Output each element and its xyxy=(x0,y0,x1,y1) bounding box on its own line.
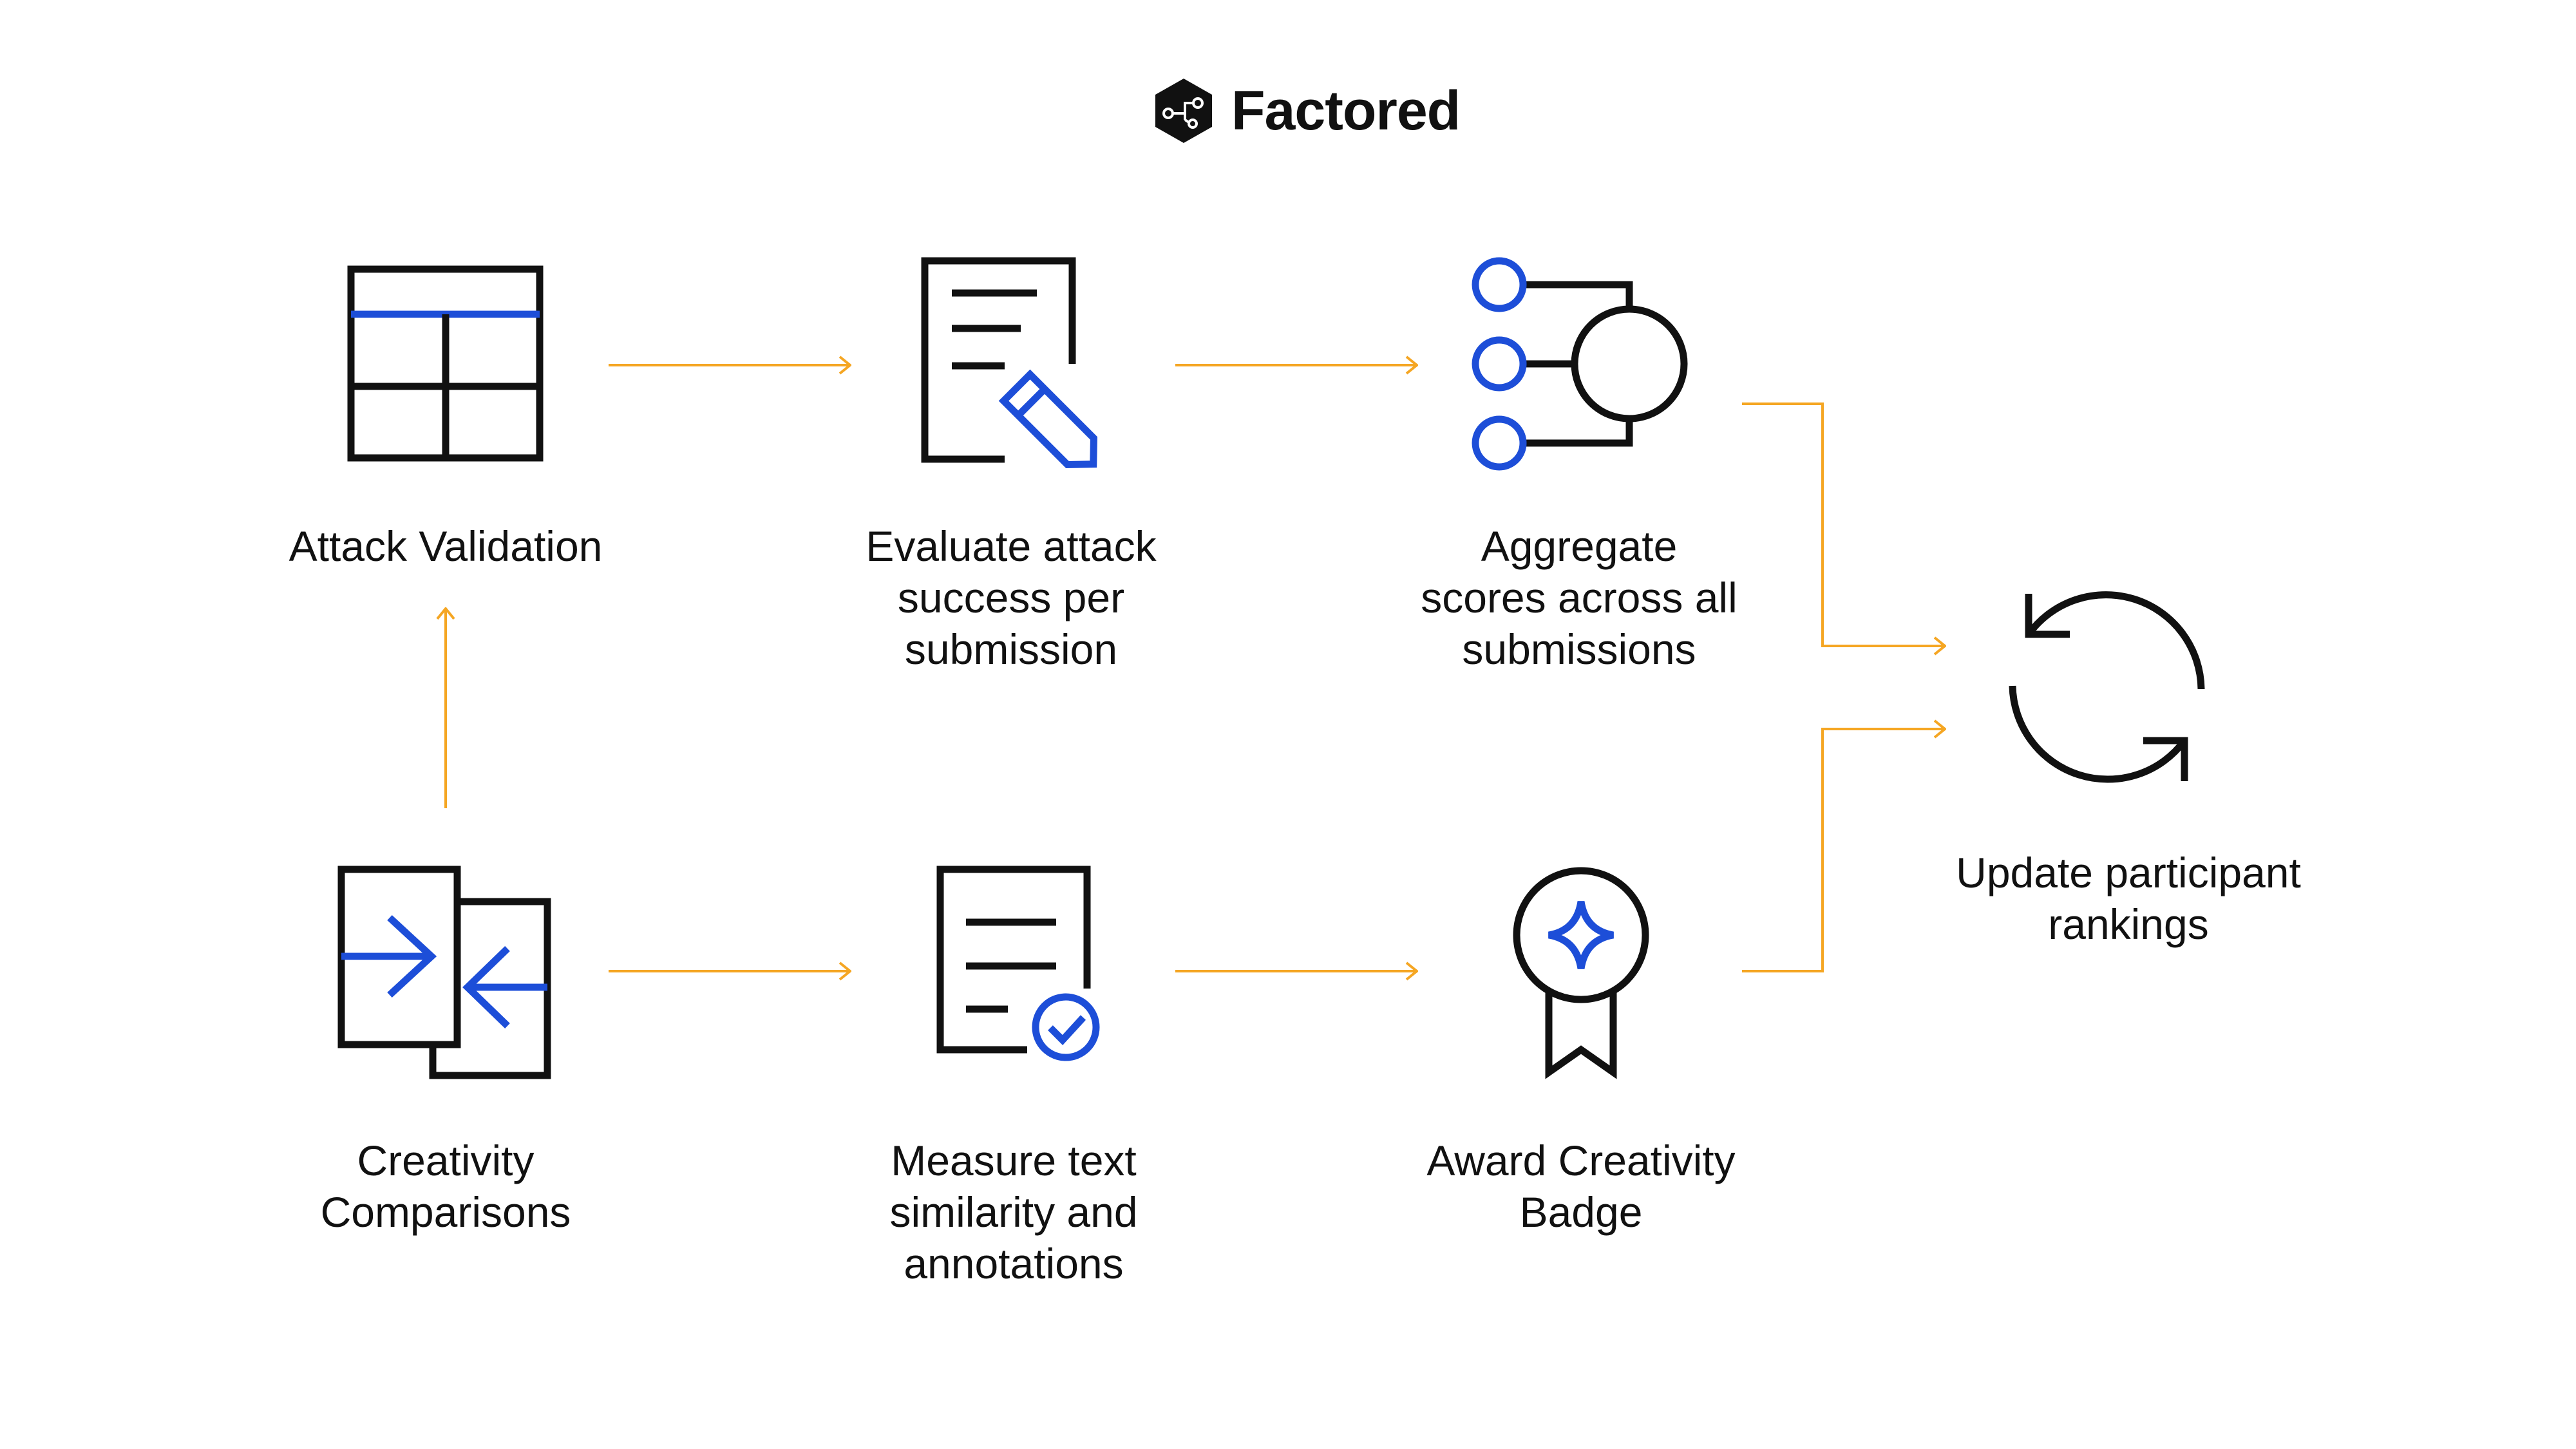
label-line: rankings xyxy=(2048,900,2209,948)
label-line: Award Creativity xyxy=(1426,1137,1736,1184)
label-update-rankings: Update participant rankings xyxy=(1956,847,2301,950)
label-creativity-comparisons: Creativity Comparisons xyxy=(321,1135,571,1238)
label-line: Update participant xyxy=(1956,849,2301,896)
arrow-award-to-rankings xyxy=(1742,729,1945,972)
label-line: Creativity xyxy=(357,1137,535,1184)
label-award-badge: Award Creativity Badge xyxy=(1426,1135,1735,1238)
label-attack-validation: Attack Validation xyxy=(289,520,603,572)
label-line: similarity and xyxy=(889,1188,1138,1236)
document-check-icon xyxy=(936,866,1100,1061)
document-pencil-icon xyxy=(921,257,1098,469)
label-line: annotations xyxy=(904,1240,1124,1287)
label-line: Evaluate attack xyxy=(866,522,1157,570)
arrow-aggregate-to-rankings xyxy=(1742,402,1945,646)
label-measure-similarity: Measure text similarity and annotations xyxy=(889,1135,1137,1289)
table-icon xyxy=(347,265,544,462)
brand-name: Factored xyxy=(1231,79,1461,142)
label-line: Aggregate xyxy=(1481,522,1678,570)
label-aggregate-scores: Aggregate scores across all submissions xyxy=(1421,520,1738,675)
label-line: Comparisons xyxy=(320,1188,571,1236)
label-line: scores across all xyxy=(1421,574,1738,621)
compare-documents-icon xyxy=(337,866,551,1079)
label-line: Attack Validation xyxy=(289,522,603,570)
label-line: submissions xyxy=(1462,625,1696,673)
label-line: submission xyxy=(904,625,1118,673)
hexagon-graph-icon xyxy=(1155,79,1212,143)
award-badge-icon xyxy=(1513,867,1649,1079)
label-line: success per xyxy=(897,574,1125,621)
brand-header: Factored xyxy=(1153,72,1461,149)
label-line: Measure text xyxy=(891,1137,1137,1184)
label-evaluate-attack: Evaluate attack success per submission xyxy=(866,520,1156,675)
aggregate-nodes-icon xyxy=(1472,257,1688,471)
label-line: Badge xyxy=(1519,1188,1643,1236)
refresh-cycle-icon xyxy=(2009,591,2205,783)
